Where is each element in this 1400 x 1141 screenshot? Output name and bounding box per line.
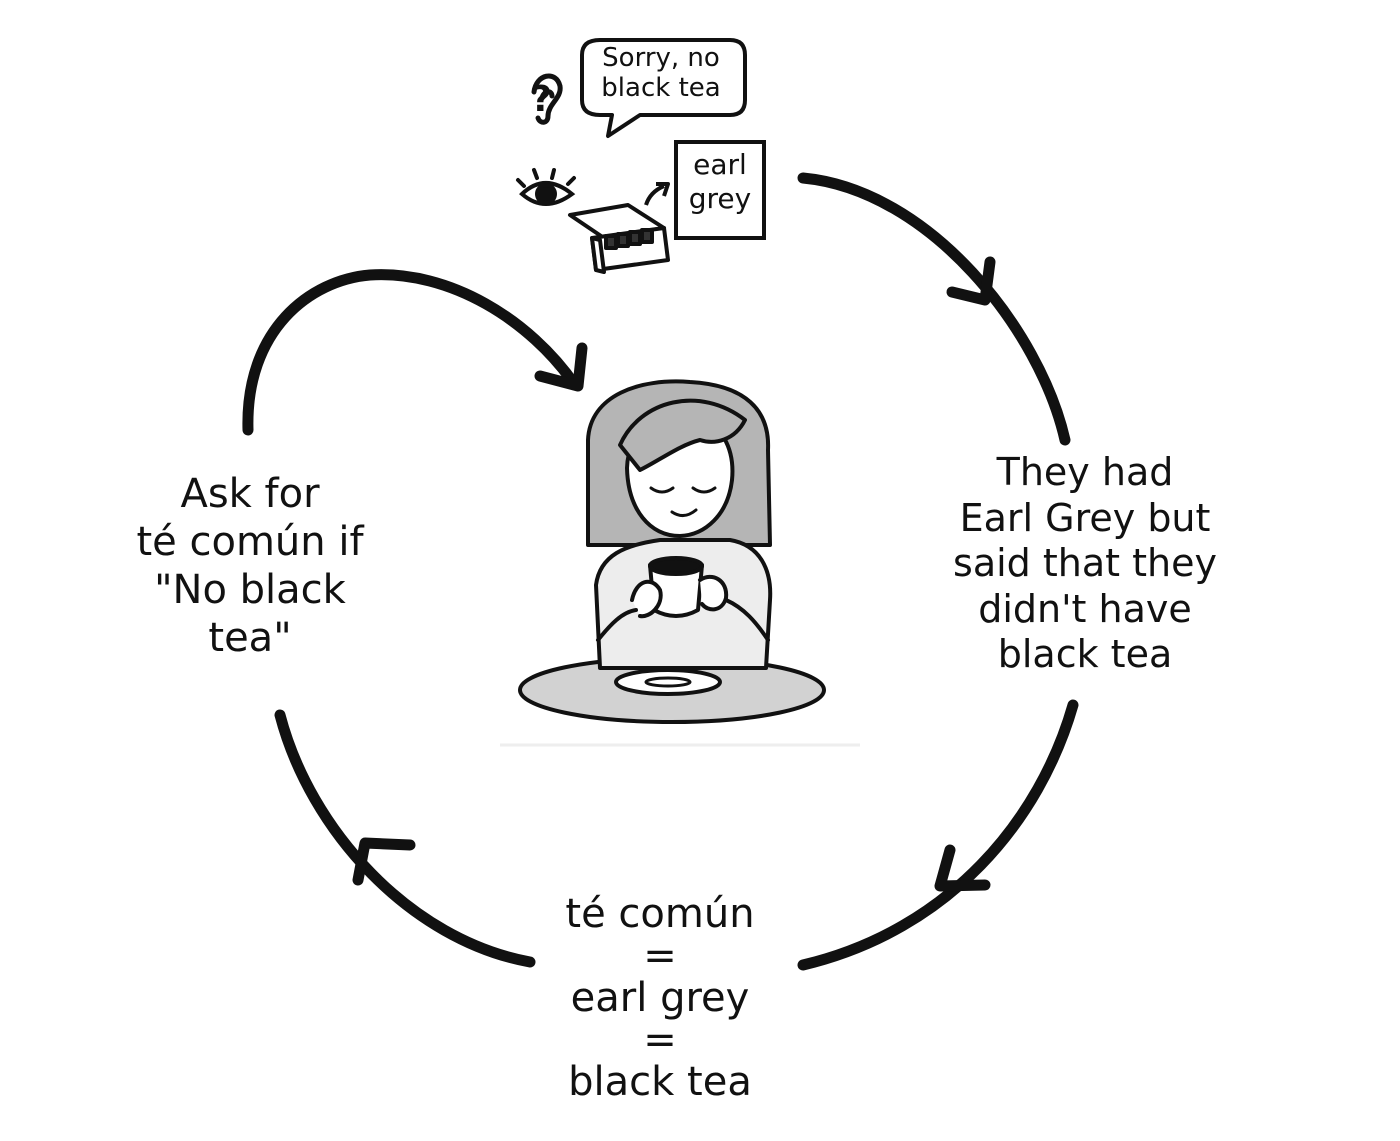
left-label-line-4: tea" bbox=[208, 615, 292, 661]
arrowhead-bottom-left bbox=[352, 837, 416, 886]
arrowhead-top-right bbox=[946, 256, 996, 306]
ear-icon bbox=[531, 73, 563, 125]
arrowhead-bottom-right bbox=[934, 844, 991, 892]
arrow-bottom-right bbox=[797, 699, 1079, 971]
eye-icon bbox=[516, 168, 576, 206]
left-label-line-2: té común if bbox=[136, 519, 364, 565]
tea-box-label: earl grey bbox=[676, 148, 764, 215]
arrow-top-right bbox=[797, 172, 1071, 446]
speech-bubble-line-1: Sorry, no bbox=[602, 43, 720, 73]
bottom-label-equals-2: = bbox=[643, 1017, 677, 1063]
arrowhead-top-left bbox=[534, 342, 588, 392]
right-label-line-2: Earl Grey but bbox=[959, 495, 1211, 540]
bottom-step-label: té común = earl grey = black tea bbox=[530, 890, 790, 1106]
tea-box-label-line-2: grey bbox=[688, 181, 752, 215]
ear-question-mark: ? bbox=[531, 79, 552, 120]
speech-bubble-line-2: black tea bbox=[601, 72, 721, 103]
bottom-label-equals-1: = bbox=[643, 933, 677, 979]
bottom-label-line-1: té común bbox=[565, 891, 755, 937]
bottom-label-line-3: black tea bbox=[568, 1059, 752, 1105]
person-drinking-tea-icon bbox=[518, 379, 826, 724]
tea-box-icon bbox=[568, 182, 670, 274]
speech-bubble-text: Sorry, no black tea bbox=[586, 43, 736, 104]
right-label-line-5: black tea bbox=[997, 632, 1173, 677]
arrow-top-left bbox=[242, 269, 581, 436]
cycle-arrows bbox=[242, 172, 1079, 971]
tea-box-label-line-1: earl bbox=[693, 148, 747, 181]
speech-bubble bbox=[580, 38, 747, 138]
right-label-line-3: said that they bbox=[953, 541, 1217, 586]
left-label-line-1: Ask for bbox=[180, 471, 320, 517]
right-label-line-1: They had bbox=[996, 450, 1174, 494]
arrow-bottom-left bbox=[274, 709, 536, 968]
right-step-label: They had Earl Grey but said that they di… bbox=[940, 450, 1230, 678]
left-label-line-3: "No black bbox=[154, 567, 346, 613]
left-step-label: Ask for té común if "No black tea" bbox=[120, 470, 380, 662]
bottom-label-line-2: earl grey bbox=[570, 975, 750, 1021]
right-label-line-4: didn't have bbox=[978, 586, 1192, 631]
earl-grey-box bbox=[674, 140, 766, 240]
